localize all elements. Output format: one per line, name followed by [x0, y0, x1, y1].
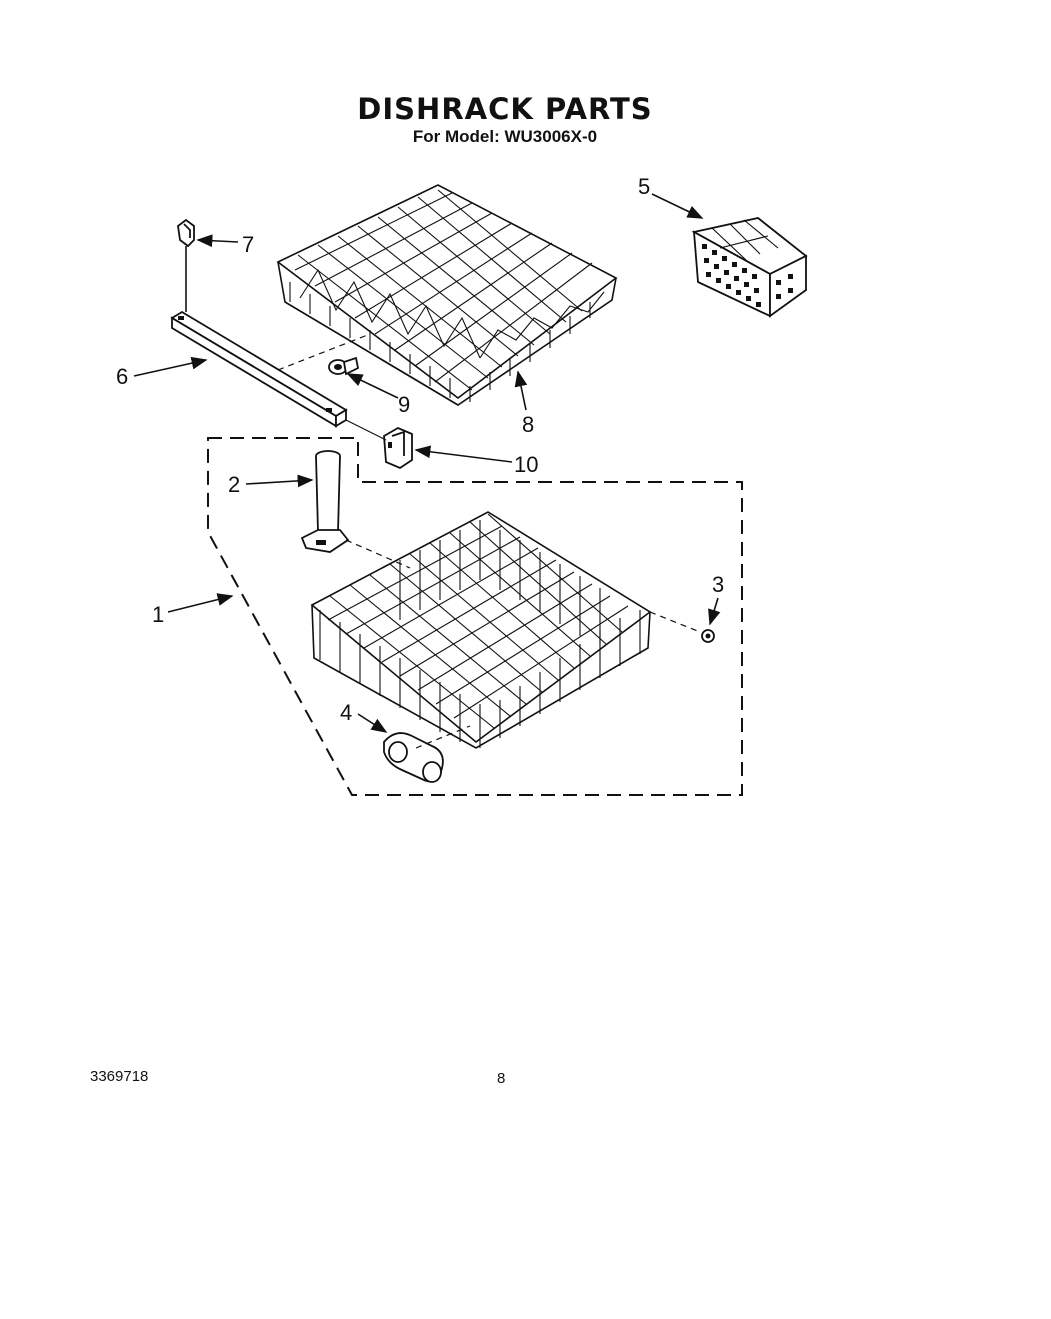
rack-track [170, 310, 348, 428]
callout-3: 3 [712, 572, 724, 597]
callout-2: 2 [228, 472, 240, 497]
document-number: 3369718 [90, 1068, 149, 1085]
model-subtitle: For Model: WU3006X-0 [412, 127, 598, 146]
rack-stop-nut [701, 629, 715, 643]
rack-wheel-assembly [383, 725, 471, 783]
callout-6: 6 [116, 364, 128, 389]
track-end-cap [345, 419, 413, 470]
page-number: 8 [497, 1070, 506, 1087]
callout-10: 10 [514, 452, 538, 477]
upper-rack [276, 184, 618, 406]
lower-rack-group-outline [207, 437, 743, 796]
track-stop-clip [177, 218, 195, 312]
callout-1: 1 [152, 602, 164, 627]
callout-4: 4 [340, 700, 352, 725]
rack-guide-post [300, 450, 411, 569]
page-title: DISHRACK PARTS [357, 92, 653, 126]
callout-5: 5 [638, 174, 650, 199]
callout-9: 9 [398, 392, 410, 417]
rack-roller [328, 356, 360, 376]
callout-7: 7 [242, 232, 254, 257]
lower-rack [310, 511, 701, 749]
cutlery-basket [691, 217, 808, 318]
callout-8: 8 [522, 412, 534, 437]
